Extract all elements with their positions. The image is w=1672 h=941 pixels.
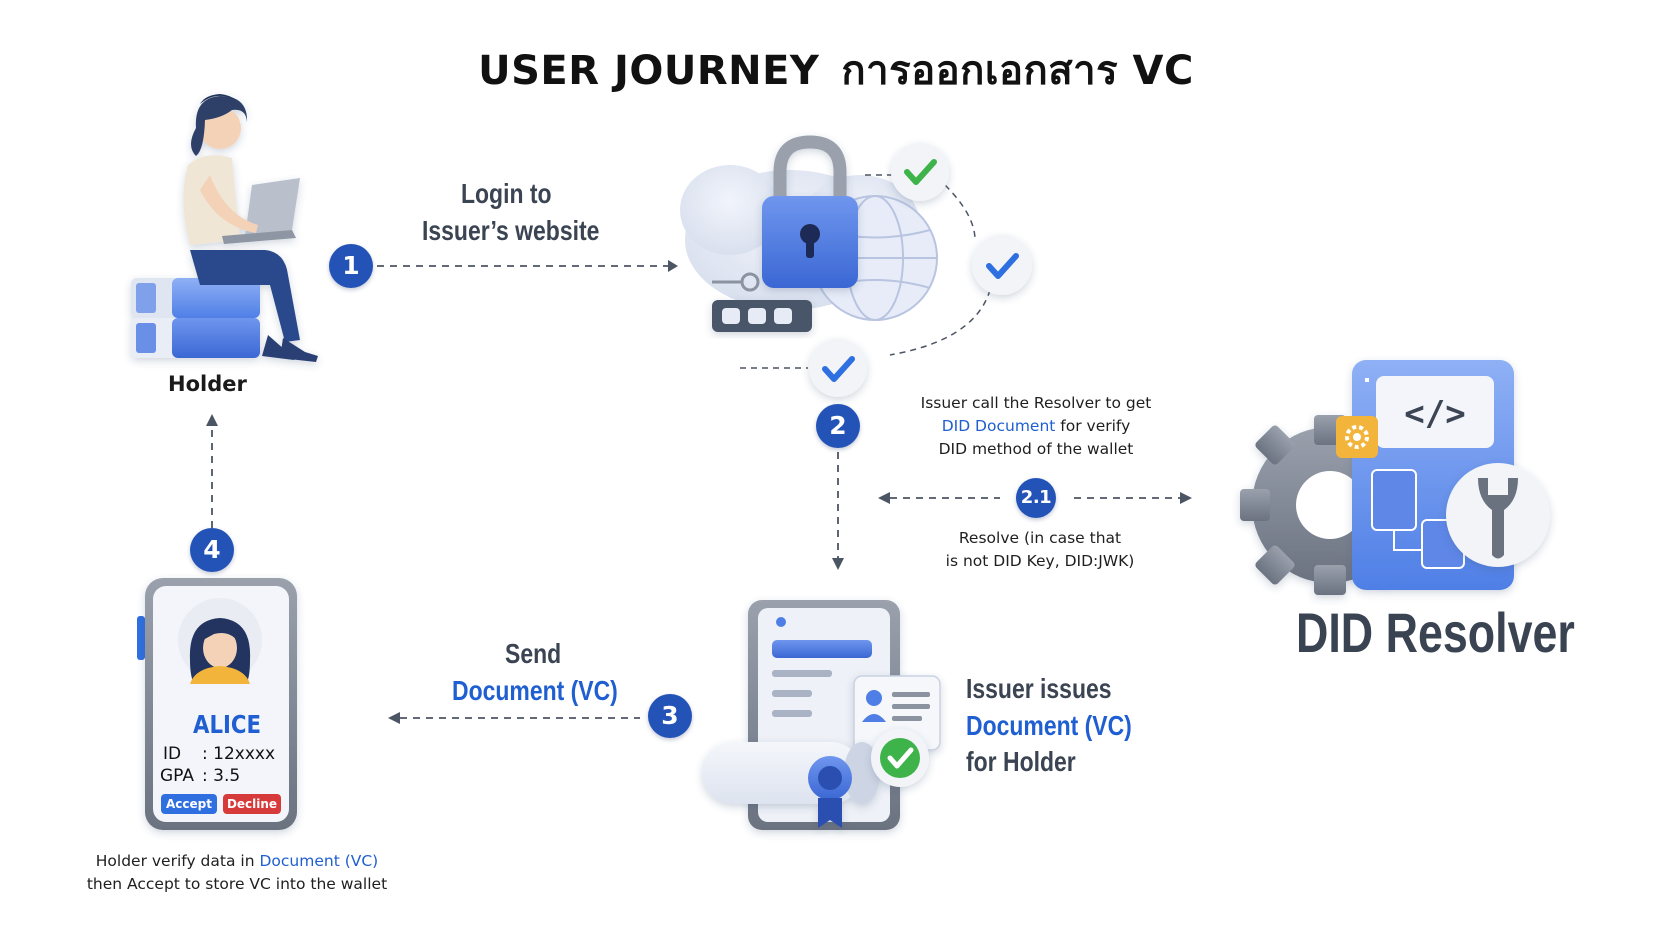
holder-illustration <box>131 94 318 362</box>
lock-icon <box>762 135 858 288</box>
step-2-1-description: Resolve (in case that is not DID Key, DI… <box>920 527 1160 573</box>
step-4-badge: 4 <box>190 528 234 572</box>
check-badge-icon <box>871 729 929 787</box>
wrench-icon <box>1446 463 1550 567</box>
wallet-phone-illustration <box>137 578 297 830</box>
svg-text:</>: </> <box>1404 394 1465 434</box>
step-2-description: Issuer call the Resolver to get DID Docu… <box>900 392 1172 461</box>
step-4-line-2: then Accept to store VC into the wallet <box>86 875 388 893</box>
wallet-card-name: ALICE <box>193 710 262 739</box>
accept-button[interactable]: Accept <box>161 794 217 814</box>
wallet-card-id-label: ID <box>163 744 182 764</box>
step-1-line-2: Issuer’s website <box>422 215 600 246</box>
step-2-line-3: DID method of the wallet <box>938 440 1134 458</box>
decline-button[interactable]: Decline <box>223 794 281 814</box>
issuer-website-illustration <box>680 135 1032 397</box>
wallet-card-gpa-label: GPA <box>160 766 194 786</box>
step-4-line-1-pre: Holder verify data in <box>95 852 255 870</box>
step-3-badge: 3 <box>648 694 692 738</box>
did-resolver-label: DID Resolver <box>1296 601 1575 664</box>
issuer-issues-line-1: Issuer issues <box>966 673 1112 704</box>
step-2-badge: 2 <box>816 404 860 448</box>
step-2-line-2: DID Document for verify <box>900 415 1172 438</box>
step-2-line-1: Issuer call the Resolver to get <box>920 394 1152 412</box>
step-2-line-2-rest: for verify <box>1060 417 1131 435</box>
small-gear-icon <box>1336 416 1378 458</box>
did-resolver-illustration: </> <box>1240 360 1550 595</box>
step-2-1-line-2: is not DID Key, DID:JWK) <box>945 552 1135 570</box>
title-en: USER JOURNEY <box>478 48 820 94</box>
avatar <box>189 618 251 684</box>
step-4-description: Holder verify data in Document (VC) then… <box>50 850 424 896</box>
scroll-certificate-icon <box>702 742 880 828</box>
wallet-card-id-value: : 12xxxx <box>202 744 276 764</box>
wallet-card-gpa-value: : 3.5 <box>202 766 241 786</box>
issuer-issues-line-3: for Holder <box>966 746 1076 777</box>
check-badge-icon <box>972 235 1032 295</box>
step-3-line-1: Send <box>505 638 562 669</box>
title-th: การออกเอกสาร VC <box>841 48 1194 94</box>
page-title: USER JOURNEY การออกเอกสาร VC <box>0 38 1672 102</box>
holder-label: Holder <box>168 372 247 396</box>
did-document-highlight: DID Document <box>941 417 1056 435</box>
password-field-icon <box>712 300 812 332</box>
flow-arrows <box>206 260 1192 724</box>
check-badge-icon <box>809 339 867 397</box>
step-3-line-2: Document (VC) <box>452 675 618 706</box>
step-1-badge: 1 <box>329 244 373 288</box>
step-2-1-line-1: Resolve (in case that <box>958 529 1122 547</box>
issuer-issues-line-2: Document (VC) <box>966 710 1132 741</box>
document-vc-highlight: Document (VC) <box>259 852 379 870</box>
step-1-line-1: Login to <box>461 178 552 209</box>
step-2-1-badge: 2.1 <box>1016 478 1056 518</box>
step-4-line-1: Holder verify data in Document (VC) <box>50 850 424 873</box>
check-badge-icon <box>891 143 949 201</box>
issued-document-illustration <box>702 600 941 830</box>
